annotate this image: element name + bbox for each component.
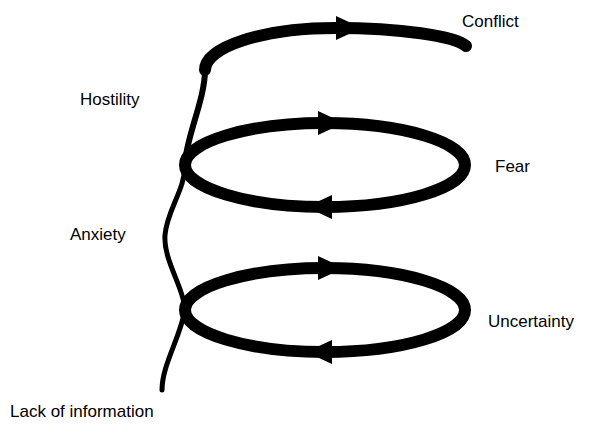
- arrowhead: [318, 256, 344, 280]
- arrowhead: [318, 111, 344, 135]
- stage-label: Conflict: [462, 12, 519, 32]
- stage-label: Fear: [495, 157, 530, 177]
- stage-label: Anxiety: [70, 225, 126, 245]
- stage-label: Uncertainty: [488, 312, 574, 332]
- spiral-rise: [162, 310, 185, 390]
- stage-label: Hostility: [80, 90, 140, 110]
- spiral-ring: [185, 268, 465, 352]
- arrowhead: [336, 16, 362, 40]
- arrowhead: [306, 195, 332, 219]
- spiral-rise: [165, 165, 185, 310]
- spiral-ring: [205, 28, 466, 70]
- stage-label: Lack of information: [10, 402, 154, 422]
- spiral-ring: [185, 123, 465, 207]
- arrowhead: [306, 340, 332, 364]
